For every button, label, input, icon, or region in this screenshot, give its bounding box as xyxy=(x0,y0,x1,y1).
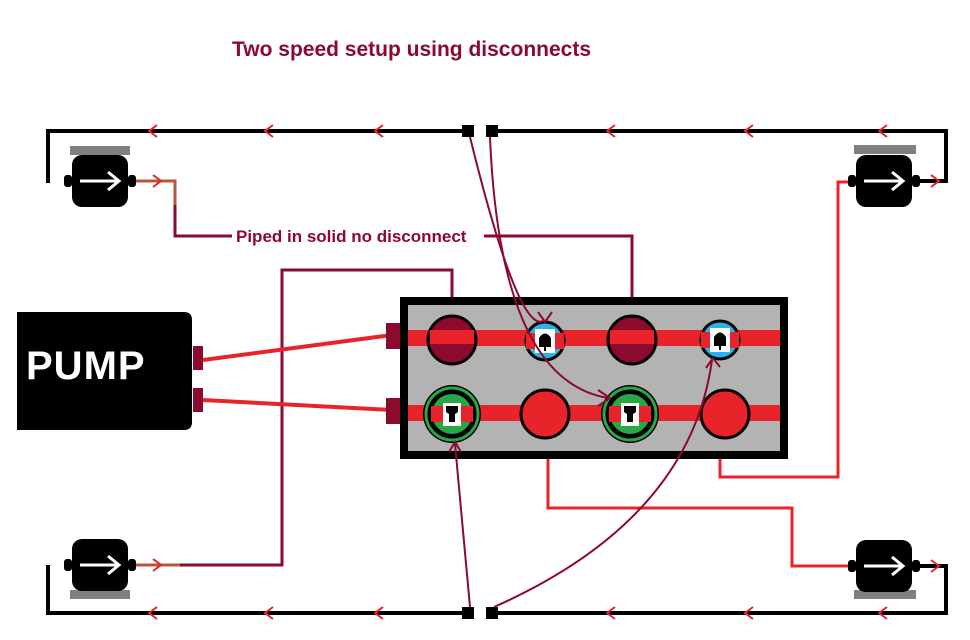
pump-label: PUMP xyxy=(26,344,146,388)
cylinder-rear-right[interactable] xyxy=(846,538,922,599)
cylinder-rear-left[interactable] xyxy=(62,537,138,599)
top-disconnect[interactable] xyxy=(462,125,498,137)
annotation-label: Piped in solid no disconnect xyxy=(234,227,469,247)
cylinder-front-left[interactable] xyxy=(62,146,138,209)
red-valve-2[interactable] xyxy=(699,388,751,440)
green-valve-2[interactable] xyxy=(599,383,661,445)
pump[interactable] xyxy=(17,312,203,430)
green-valve-1[interactable] xyxy=(421,383,483,445)
cylinder-front-right[interactable] xyxy=(846,145,922,209)
bottom-disconnect[interactable] xyxy=(462,607,498,619)
page-title: Two speed setup using disconnects xyxy=(232,38,591,61)
valve-top-3[interactable] xyxy=(606,314,658,366)
return-line-top xyxy=(46,129,948,615)
bell-valve-2[interactable] xyxy=(699,319,741,361)
bell-valve-1[interactable] xyxy=(524,320,566,362)
signal-lines xyxy=(448,136,721,608)
valve-top-1[interactable] xyxy=(426,314,478,366)
pressure-hoses xyxy=(202,333,393,412)
cylinder-hoses xyxy=(136,179,852,568)
red-valve-1[interactable] xyxy=(519,388,571,440)
